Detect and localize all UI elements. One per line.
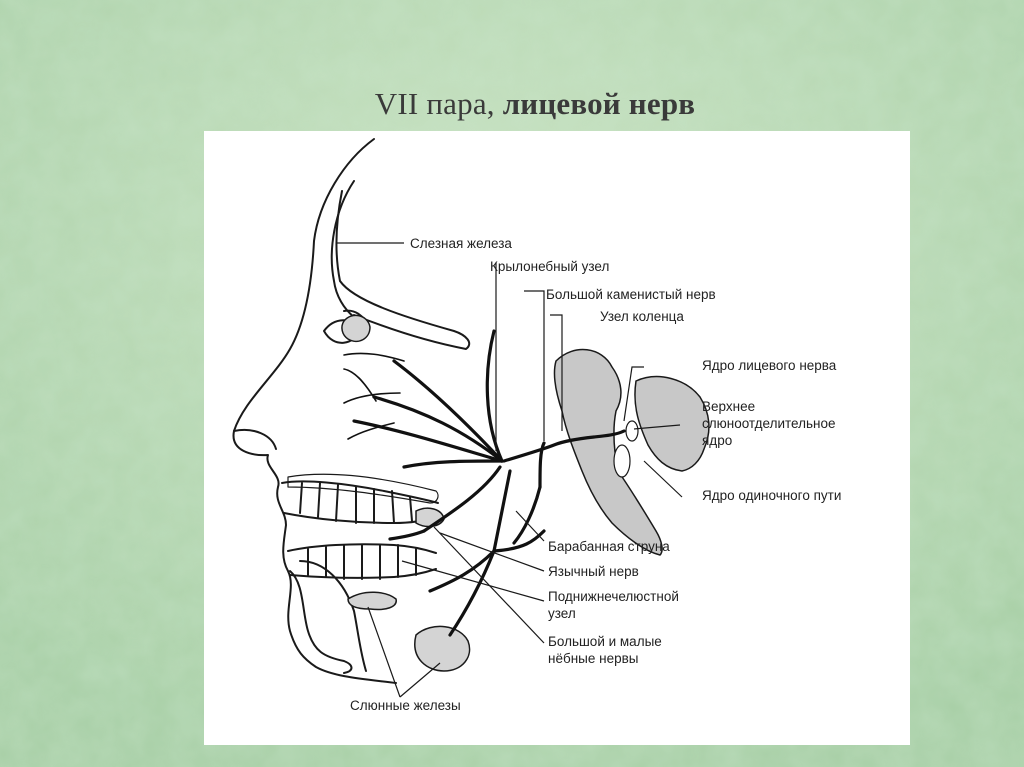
- slide-title-bold: лицевой нерв: [502, 86, 696, 121]
- label-geniculate-ganglion: Узел коленца: [600, 309, 684, 324]
- label-palatine-nerves-1: Большой и малые: [548, 634, 662, 649]
- label-superior-salivatory-1: Верхнее: [702, 399, 756, 414]
- label-submandibular-ganglion-2: узел: [548, 606, 576, 621]
- label-palatine-nerves-2: нёбные нервы: [548, 651, 639, 666]
- label-salivary-glands: Слюнные железы: [350, 698, 461, 713]
- label-chorda-tympani: Барабанная струна: [548, 539, 670, 554]
- upper-teeth: [281, 480, 439, 504]
- sublingual-gland-shape: [347, 591, 397, 611]
- anatomy-drawing: [232, 138, 710, 698]
- label-superior-salivatory-2: слюноотделительное: [702, 416, 836, 431]
- facial-nerve-diagram: Слезная железа Крылонебный узел Большой …: [204, 131, 910, 745]
- skull-inner-outline: [330, 180, 355, 318]
- label-facial-nucleus: Ядро лицевого нерва: [702, 358, 837, 373]
- label-lacrimal-gland: Слезная железа: [410, 236, 512, 251]
- jaw-outline: [289, 570, 353, 674]
- slide-title-prefix: VII пара,: [374, 86, 495, 121]
- label-solitary-nucleus: Ядро одиночного пути: [702, 488, 842, 503]
- slide-title: VII пара, лицевой нерв: [0, 86, 1024, 122]
- label-submandibular-ganglion-1: Поднижнечелюстной: [548, 589, 679, 604]
- label-greater-petrosal-nerve: Большой каменистый нерв: [546, 287, 716, 302]
- lower-teeth: [287, 543, 437, 554]
- label-pterygopalatine-ganglion: Крылонебный узел: [490, 259, 610, 274]
- lacrimal-gland-shape: [341, 314, 371, 343]
- brainstem-region: [553, 348, 710, 556]
- face-profile-outline: [232, 138, 397, 684]
- label-superior-salivatory-3: ядро: [702, 433, 733, 448]
- submandibular-gland-shape: [414, 625, 471, 672]
- label-lingual-nerve: Язычный нерв: [548, 564, 639, 579]
